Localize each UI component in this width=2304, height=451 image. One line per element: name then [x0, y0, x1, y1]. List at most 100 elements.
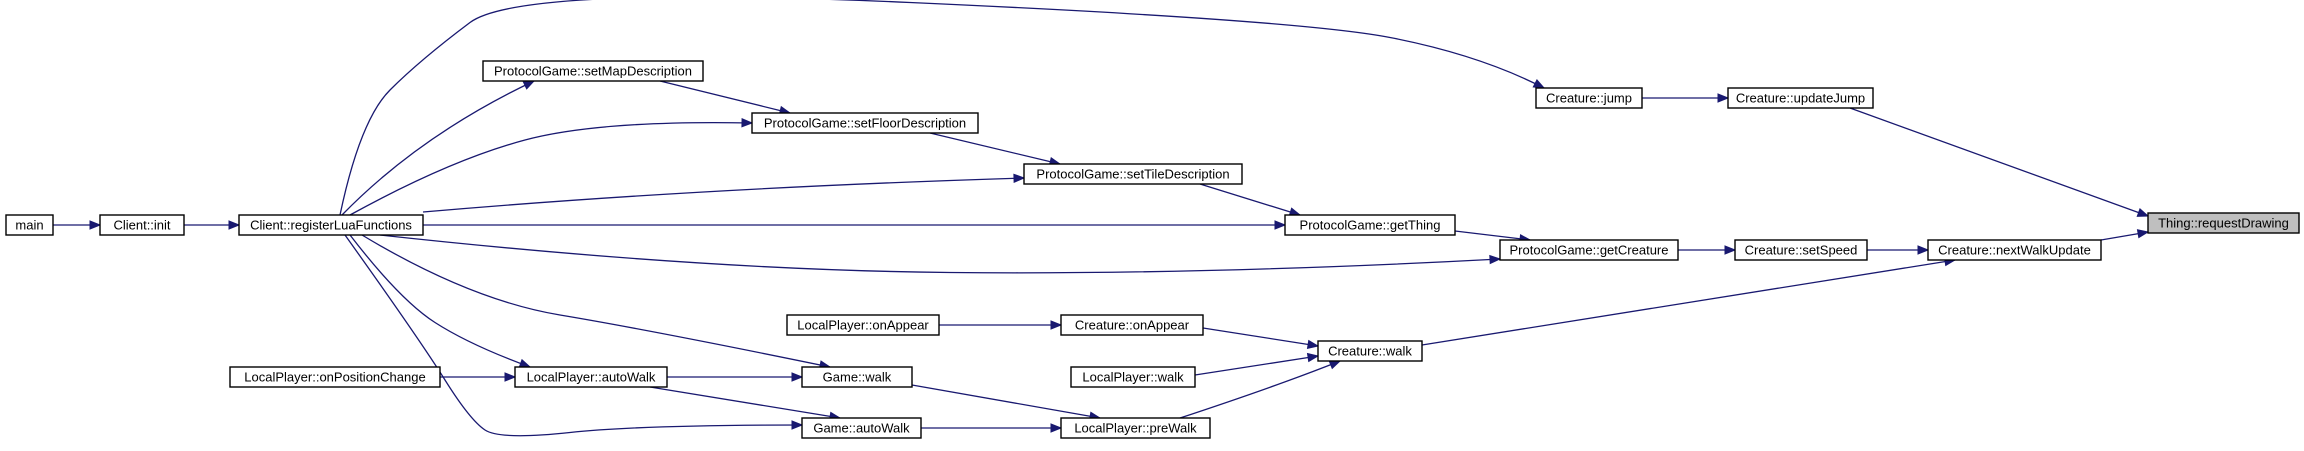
node-label: Creature::nextWalkUpdate [1938, 243, 2091, 258]
edge-registerLuaFunctions-to-setFloorDescription [349, 118, 754, 216]
node-box[interactable] [99, 214, 185, 236]
node-box[interactable] [238, 214, 424, 236]
edge-lpPreWalk-to-creatureWalk [1179, 360, 1342, 419]
edge-arrowhead [791, 420, 804, 430]
node-getCreature[interactable]: ProtocolGame::getCreature [1499, 239, 1679, 261]
edge-lpAutoWalk-to-gameWalk [667, 372, 804, 382]
node-box[interactable] [751, 112, 979, 134]
edge-arrowhead [1489, 254, 1502, 265]
edge-line [1199, 183, 1301, 216]
edge-creatureWalk-to-nextWalkUpdate [1421, 256, 1957, 346]
edge-registerLuaFunctions-to-setTileDescription [422, 173, 1026, 213]
node-box[interactable] [514, 366, 668, 388]
edge-arrowhead [1306, 352, 1320, 363]
edge-arrowhead [1532, 78, 1546, 89]
node-lpAutoWalk[interactable]: LocalPlayer::autoWalk [514, 366, 668, 388]
edge-line [1194, 355, 1319, 376]
node-label: Client::init [113, 218, 170, 233]
edge-arrowhead [1050, 423, 1063, 433]
node-gameAutoWalk[interactable]: Game::autoWalk [801, 417, 922, 439]
node-label: LocalPlayer::preWalk [1074, 421, 1197, 436]
edge-line [361, 234, 831, 368]
node-label: ProtocolGame::getThing [1300, 218, 1441, 233]
edge-arrowhead [522, 80, 536, 90]
edge-arrowhead [504, 372, 517, 382]
edge-updateJump-to-requestDrawing [1849, 107, 2150, 217]
node-updateJump[interactable]: Creature::updateJump [1727, 87, 1874, 109]
node-creatureOnAppear[interactable]: Creature::onAppear [1060, 314, 1204, 336]
node-box[interactable] [801, 417, 922, 439]
node-box[interactable] [1535, 87, 1643, 109]
node-lpOnAppear[interactable]: LocalPlayer::onAppear [786, 314, 940, 336]
edge-registerLuaFunctions-to-jump [339, 0, 1546, 216]
node-box[interactable] [229, 366, 441, 388]
node-label: Creature::walk [1328, 344, 1412, 359]
node-box[interactable] [1070, 366, 1196, 388]
edge-arrowhead [1717, 93, 1730, 103]
node-box[interactable] [1927, 239, 2102, 261]
edge-arrowhead [1724, 245, 1737, 255]
node-box[interactable] [786, 314, 940, 336]
node-box[interactable] [1727, 87, 1874, 109]
edge-gameAutoWalk-to-lpPreWalk [921, 423, 1063, 433]
edge-arrowhead [1306, 339, 1320, 350]
node-box[interactable] [1284, 214, 1456, 236]
node-gameWalk[interactable]: Game::walk [801, 366, 913, 388]
edge-line [1202, 327, 1319, 347]
edge-line [379, 234, 1501, 274]
edge-line [422, 177, 1025, 213]
node-box[interactable] [1023, 163, 1243, 185]
node-getThing[interactable]: ProtocolGame::getThing [1284, 214, 1456, 236]
node-box[interactable] [1499, 239, 1679, 261]
node-label: Client::registerLuaFunctions [250, 218, 412, 233]
node-box[interactable] [1060, 417, 1211, 439]
node-creatureWalk[interactable]: Creature::walk [1317, 340, 1423, 362]
edge-arrowhead [741, 118, 754, 128]
node-label: Creature::jump [1546, 91, 1632, 106]
node-nextWalkUpdate[interactable]: Creature::nextWalkUpdate [1927, 239, 2102, 261]
node-main[interactable]: main [5, 214, 54, 236]
node-setFloorDescription[interactable]: ProtocolGame::setFloorDescription [751, 112, 979, 134]
edge-arrowhead [1917, 245, 1930, 255]
node-setMapDescription[interactable]: ProtocolGame::setMapDescription [482, 60, 704, 82]
call-graph-nodes: Thing::requestDrawing Creature::updateJum… [5, 60, 2300, 439]
edge-lpOnPositionChange-to-lpAutoWalk [440, 372, 517, 382]
node-box[interactable] [801, 366, 913, 388]
node-setTileDescription[interactable]: ProtocolGame::setTileDescription [1023, 163, 1243, 185]
node-clientInit[interactable]: Client::init [99, 214, 185, 236]
node-label: ProtocolGame::setTileDescription [1036, 167, 1229, 182]
node-label: Game::walk [823, 370, 892, 385]
edge-jump-to-updateJump [1642, 93, 1730, 103]
node-requestDrawing[interactable]: Thing::requestDrawing [2147, 212, 2300, 234]
node-lpOnPositionChange[interactable]: LocalPlayer::onPositionChange [229, 366, 441, 388]
edge-arrowhead [2136, 229, 2150, 239]
edge-line [339, 0, 1545, 216]
node-box[interactable] [1317, 340, 1423, 362]
edge-arrowhead [1274, 220, 1287, 230]
edge-clientInit-to-registerLuaFunctions [184, 220, 241, 230]
node-registerLuaFunctions[interactable]: Client::registerLuaFunctions [238, 214, 424, 236]
node-lpPreWalk[interactable]: LocalPlayer::preWalk [1060, 417, 1211, 439]
node-box[interactable] [1734, 239, 1868, 261]
edge-line [349, 121, 753, 216]
edge-creatureOnAppear-to-creatureWalk [1202, 327, 1320, 350]
node-box[interactable] [5, 214, 54, 236]
node-box[interactable] [1060, 314, 1204, 336]
node-lpWalk[interactable]: LocalPlayer::walk [1070, 366, 1196, 388]
node-jump[interactable]: Creature::jump [1535, 87, 1643, 109]
edge-line [1454, 230, 1531, 241]
call-graph-edges [53, 0, 2150, 437]
edge-nextWalkUpdate-to-requestDrawing [2100, 229, 2150, 241]
node-setSpeed[interactable]: Creature::setSpeed [1734, 239, 1868, 261]
node-box[interactable] [482, 60, 704, 82]
edge-arrowhead [1050, 320, 1063, 330]
node-label: LocalPlayer::onAppear [797, 318, 929, 333]
edge-line [911, 384, 1101, 419]
edge-setSpeed-to-nextWalkUpdate [1867, 245, 1930, 255]
node-box[interactable] [2147, 212, 2300, 234]
edge-line [1849, 107, 2149, 217]
edge-line [341, 80, 535, 216]
edge-arrowhead [89, 220, 102, 230]
edge-line [929, 132, 1061, 165]
